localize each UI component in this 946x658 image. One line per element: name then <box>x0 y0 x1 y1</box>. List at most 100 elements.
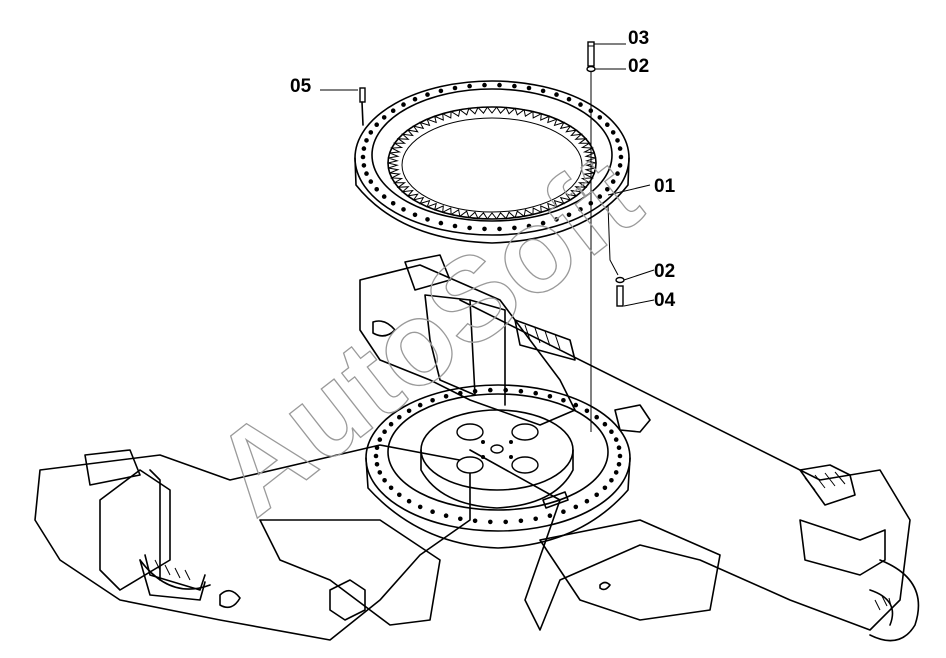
bolt-hole <box>533 390 538 396</box>
bolt-hole <box>547 394 553 399</box>
bolt-hole <box>382 429 387 435</box>
callout-02-bottom: 02 <box>654 261 675 282</box>
bolt-03 <box>587 41 595 67</box>
bolt-hole <box>368 130 374 135</box>
bolt-hole <box>472 388 478 394</box>
bolt-hole <box>512 225 517 231</box>
bolt-hole <box>382 478 387 483</box>
bolt-hole <box>417 402 423 408</box>
bolt-hole <box>406 498 412 504</box>
base-bolt-holes <box>373 387 623 525</box>
bolt-hole <box>609 478 614 483</box>
bolt-04 <box>616 285 624 307</box>
bolt-hole <box>566 212 572 218</box>
bolt-hole <box>540 88 546 94</box>
undercarriage-frame <box>34 254 920 642</box>
bolt-hole <box>388 485 394 491</box>
bolt-hole <box>617 146 623 151</box>
callout-01: 01 <box>654 176 676 197</box>
bolt-hole <box>388 421 394 427</box>
bolt-hole <box>561 509 566 514</box>
bolt-hole <box>602 485 608 491</box>
bolt-hole <box>361 163 367 168</box>
bolt-hole <box>512 83 517 89</box>
bolt-hole <box>617 163 623 168</box>
bolt-hole <box>602 421 608 427</box>
bolt-hole <box>584 408 590 414</box>
bolt-hole <box>617 453 623 459</box>
bolt-hole <box>518 388 524 394</box>
bolt-hole <box>615 171 620 176</box>
bolt-hole <box>374 122 380 127</box>
bolt-hole <box>613 470 619 475</box>
bolt-hole <box>573 402 579 408</box>
bolt-hole <box>417 504 423 510</box>
bolt-hole <box>497 226 502 232</box>
bolt-hole <box>554 92 559 97</box>
bolt-hole <box>412 212 418 218</box>
bolt-hole <box>412 96 418 102</box>
gear-root-circle <box>401 117 583 213</box>
callout-04: 04 <box>654 290 676 311</box>
bolt-05 <box>359 87 366 126</box>
bolt-hole <box>594 492 599 498</box>
bolt-hole <box>488 519 493 525</box>
bolt-hole <box>518 518 524 524</box>
bolt-hole <box>578 207 583 212</box>
bolt-hole <box>430 398 435 403</box>
bolt-hole <box>482 226 487 232</box>
bolt-hole <box>452 85 458 91</box>
bolt-hole <box>573 504 579 510</box>
bolt-hole <box>561 398 566 403</box>
ring-internal-teeth <box>387 106 597 220</box>
bolt-hole <box>467 83 472 89</box>
bolt-hole <box>425 217 430 222</box>
bolt-hole <box>615 138 620 143</box>
bolt-hole <box>533 516 538 522</box>
bolt-hole <box>374 187 380 192</box>
bolt-hole <box>458 390 463 396</box>
callout-02-top: 02 <box>628 56 649 77</box>
bolt-hole <box>443 513 449 518</box>
bolt-hole <box>374 445 380 451</box>
bolt-hole <box>540 220 546 226</box>
bolt-hole <box>526 223 532 229</box>
bolt-hole <box>605 122 610 127</box>
bolt-hole <box>584 498 590 504</box>
bolt-hole <box>609 429 614 435</box>
washer-02-top <box>586 65 596 73</box>
bolt-hole <box>397 492 402 498</box>
slewing-ring <box>354 80 630 244</box>
bolt-hole <box>452 223 458 229</box>
bolt-hole <box>610 130 616 135</box>
bolt-hole <box>374 462 380 467</box>
bolt-hole <box>438 88 444 94</box>
bolt-hole <box>554 217 559 222</box>
callout-05: 05 <box>290 76 312 97</box>
bolt-hole <box>616 462 622 467</box>
gear-teeth <box>387 106 597 220</box>
bolt-hole <box>425 92 430 97</box>
bolt-hole <box>605 187 610 192</box>
bolt-hole <box>613 437 619 442</box>
bolt-hole <box>526 85 532 91</box>
bolt-hole <box>401 207 406 212</box>
bolt-hole <box>401 102 406 107</box>
bolt-hole <box>610 179 616 184</box>
bolt-hole <box>618 154 624 160</box>
bolt-hole <box>566 96 572 102</box>
bolt-hole <box>594 414 599 420</box>
bolt-hole <box>360 154 366 160</box>
slewing-base <box>365 384 631 549</box>
bolt-hole <box>373 453 379 459</box>
bolt-hole <box>368 179 374 184</box>
bolt-hole <box>406 408 412 414</box>
bolt-hole <box>458 516 463 522</box>
bolt-hole <box>377 470 383 475</box>
bolt-hole <box>503 387 509 393</box>
bolt-hole <box>381 194 387 199</box>
bolt-hole <box>397 414 402 420</box>
bolt-hole <box>377 437 383 442</box>
bolt-hole <box>364 138 369 143</box>
